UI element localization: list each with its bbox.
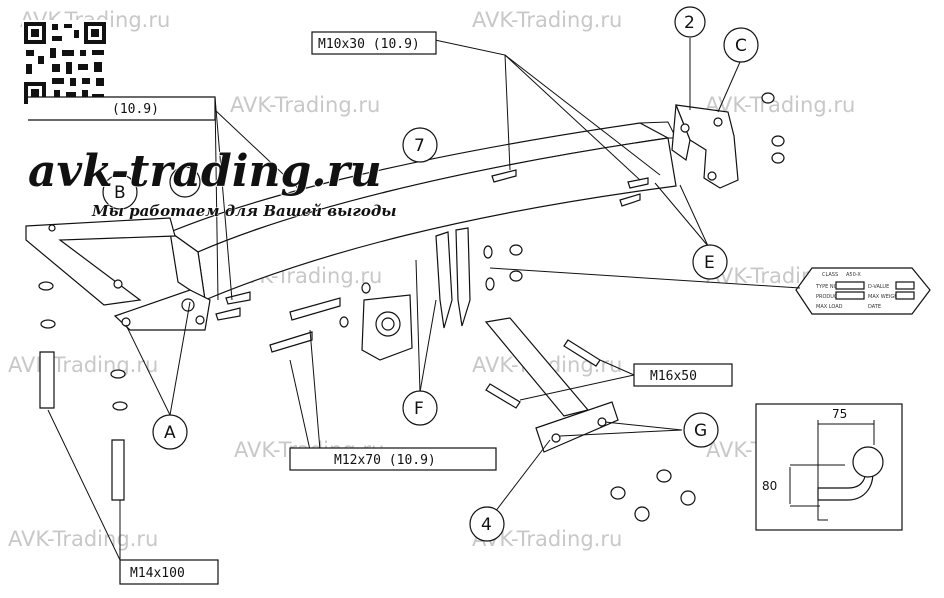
watermark: AVK-Trading.ru [472, 8, 622, 32]
logo-slogan: Мы работаем для Вашей выгоды [91, 202, 397, 220]
label-m12-partial: (10.9) [28, 96, 216, 121]
nameplate-row1b: A50-X [846, 272, 861, 278]
dimension-width: 75 [832, 407, 847, 421]
callout-E: E [704, 253, 715, 273]
callouts: 2 C 7 B E F A G 4 [102, 6, 759, 542]
qr-code [22, 20, 108, 106]
dimension-height: 80 [762, 479, 777, 493]
socket-bracket [361, 227, 471, 361]
ball-neck [484, 317, 619, 453]
label-m12-partial-text: (10.9) [112, 102, 159, 117]
nameplate-row2: TYPE NO. [815, 284, 839, 290]
label-m12x70: M12x70 (10.9) [289, 447, 497, 471]
nameplate-row4: MAX LOAD [816, 304, 843, 310]
logo: avk-trading.ru Мы работаем для Вашей выг… [27, 145, 397, 220]
callout-B: B [114, 183, 126, 203]
bracket-left-plate [25, 217, 176, 306]
ball-dimension-inset: 75 80 [755, 403, 903, 531]
callout-7: 7 [414, 136, 425, 156]
callout-A: A [164, 423, 176, 443]
nameplate-row3b: MAX WEIGHT [868, 294, 902, 300]
label-m16x50: M16x50 [633, 363, 733, 387]
watermark: AVK-Trading.ru [8, 353, 158, 377]
nameplate-row3: PRODUCER [816, 294, 845, 300]
label-m14x100: M14x100 [119, 559, 219, 585]
nameplate: CLASS A50-X TYPE NO. D-VALUE PRODUCER MA… [795, 267, 931, 315]
watermark: AVK-Trading.ru [230, 93, 380, 117]
label-m12x70-text: M12x70 (10.9) [334, 453, 436, 468]
callout-4: 4 [481, 515, 492, 535]
label-m16x50-text: M16x50 [650, 369, 697, 384]
nuts-washers [38, 92, 785, 522]
callout-F: F [414, 399, 424, 419]
crossbar-beam [168, 121, 677, 302]
nameplate-row2b: D-VALUE [868, 284, 889, 290]
callout-C: C [735, 36, 747, 56]
bolts [39, 169, 649, 501]
watermark: AVK-Trading.ru [705, 93, 855, 117]
callout-G: G [694, 421, 707, 441]
watermark: AVK-Trading.ru [8, 527, 158, 551]
nameplate-row4b: DATE [868, 304, 881, 310]
callout-2: 2 [684, 13, 695, 33]
leader-lines [47, 38, 801, 561]
label-m10x30: M10x30 (10.9) [311, 31, 437, 55]
bracket-right [671, 104, 739, 189]
label-m14x100-text: M14x100 [130, 566, 185, 581]
nameplate-row1: CLASS [822, 272, 838, 278]
logo-title: avk-trading.ru [28, 146, 382, 197]
label-m10x30-text: M10x30 (10.9) [318, 37, 420, 52]
